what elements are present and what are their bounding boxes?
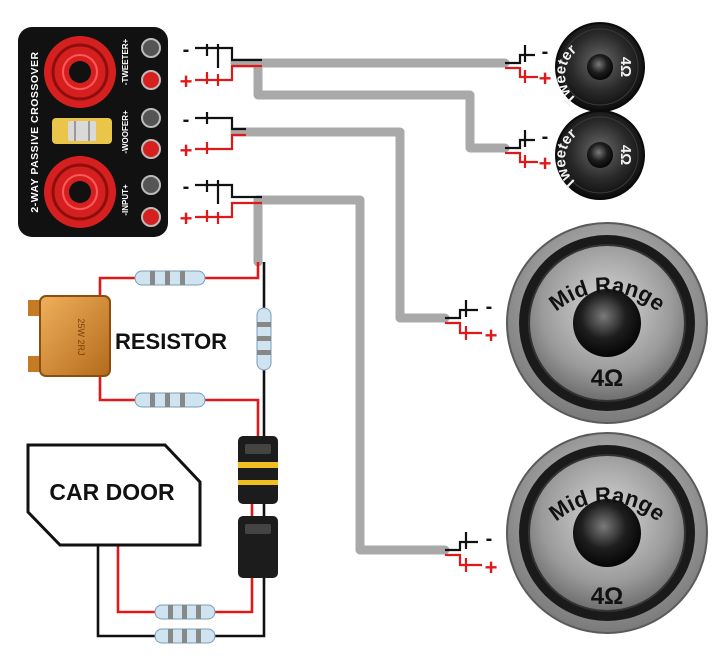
inline-resistors [134,270,272,644]
polarity-positive-mark: + [485,323,498,348]
polarity-negative-mark: - [183,176,190,198]
inline-resistor-bottom-2 [154,628,216,644]
cable-midrange-2 [253,195,450,555]
polarity-positive-mark: + [180,69,193,94]
crossover-polarity-marks: - + - + - + [180,39,193,231]
car-door-label: CAR DOOR [49,479,175,505]
crossover-tweeter-label: -TWEETER+ [121,38,130,85]
cable-midrange-1 [230,127,450,323]
polarity-negative-mark: - [542,41,549,63]
midrange-1: Mid Range 4Ω [506,222,708,424]
polarity-negative-mark: - [183,39,190,61]
crossover-woofer-label: -WOOFER+ [121,110,130,154]
door-connector [238,436,278,578]
crossover-capacitor [52,118,112,144]
terminal-woofer-positive [141,139,161,159]
resistor-body [39,295,111,377]
polarity-positive-mark: + [180,206,193,231]
tweeter-2: Tweeter 4Ω [552,110,645,200]
crossover-coil-top [44,36,116,108]
terminal-input-positive [141,207,161,227]
terminal-tweeter-negative [141,38,161,58]
crossover-terminal-wires [195,44,262,224]
speaker-polarity-marks: - + - + - + - + [485,41,552,580]
crossover-unit: 2-WAY PASSIVE CROSSOVER -TWEETER+ -WOOFE… [18,27,168,237]
inline-resistor-vertical [256,307,272,371]
polarity-negative-mark: - [183,109,190,131]
tweeter-1-impedance: 4Ω [617,57,634,77]
inline-resistor-middle [134,392,206,408]
speaker-terminal-wires [445,45,538,572]
tweeter-2-impedance: 4Ω [617,145,634,165]
midrange-1-impedance: 4Ω [591,365,624,392]
power-resistor: 25W 2RJ RESISTOR [28,295,227,377]
car-door: CAR DOOR [26,443,202,547]
terminal-woofer-negative [141,108,161,128]
inline-resistor-top [134,270,206,286]
resistor-rating: 25W 2RJ [76,318,86,355]
midrange-2: Mid Range 4Ω [506,432,708,634]
resistor-label: RESISTOR [115,329,227,354]
midrange-2-impedance: 4Ω [591,583,624,610]
crossover-input-label: -INPUT+ [121,184,130,216]
speaker-cables [230,58,510,555]
terminal-tweeter-positive [141,70,161,90]
polarity-positive-mark: + [539,66,552,91]
crossover-label: 2-WAY PASSIVE CROSSOVER [29,51,41,212]
polarity-negative-mark: - [542,126,549,148]
polarity-positive-mark: + [485,555,498,580]
crossover-terminals [141,38,161,227]
polarity-negative-mark: - [486,528,493,550]
polarity-negative-mark: - [486,296,493,318]
cable-tweeter-2 [253,58,510,153]
crossover-coil-bottom [44,156,116,228]
polarity-positive-mark: + [539,151,552,176]
car-door-outline [26,443,202,547]
inline-resistor-bottom-1 [154,604,216,620]
tweeter-1: Tweeter 4Ω [552,22,645,112]
terminal-input-negative [141,175,161,195]
polarity-positive-mark: + [180,138,193,163]
resistor-circuit-wires [96,262,266,638]
